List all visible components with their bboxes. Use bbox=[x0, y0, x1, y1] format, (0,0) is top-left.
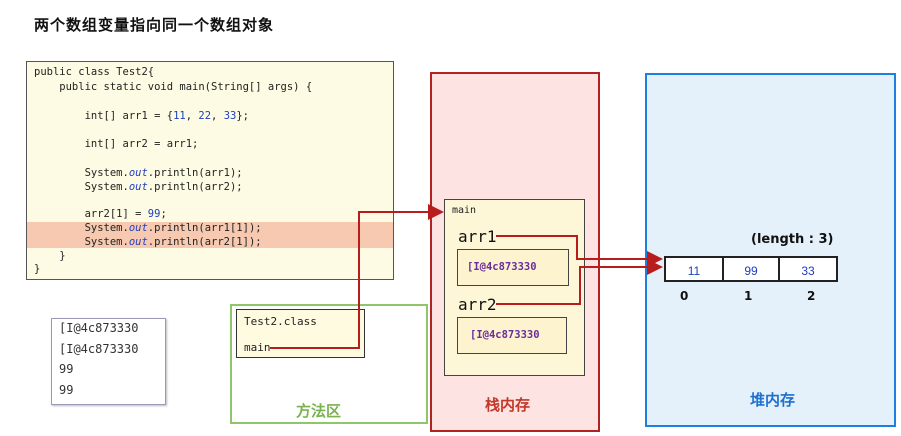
code-token: out bbox=[128, 236, 148, 248]
var-arr1-value: [I@4c873330 bbox=[467, 261, 537, 273]
code-token: 22 bbox=[198, 110, 212, 122]
code-line: int[] arr2 = arr1; bbox=[34, 138, 199, 151]
main-method-arrow bbox=[270, 204, 444, 349]
code-line: arr2[1] = 99; bbox=[34, 208, 167, 221]
array-cell: 33 bbox=[778, 256, 838, 282]
heap-label: 堆内存 bbox=[750, 391, 796, 409]
main-stack-frame: main arr1 [I@4c873330 arr2 [I@4c873330 bbox=[444, 199, 585, 376]
code-token: } bbox=[34, 250, 66, 262]
class-method: main bbox=[244, 341, 271, 354]
stack-label: 栈内存 bbox=[485, 396, 531, 414]
var-arr2-value-box: [I@4c873330 bbox=[457, 317, 567, 354]
output-line: 99 bbox=[59, 362, 74, 376]
var-arr1-value-box: [I@4c873330 bbox=[457, 249, 569, 286]
array-index: 1 bbox=[744, 289, 753, 303]
code-token: int[] arr2 = arr1; bbox=[34, 138, 199, 150]
code-token: ; bbox=[160, 208, 167, 220]
code-token: 11 bbox=[173, 110, 186, 122]
code-line: public class Test2{ bbox=[34, 66, 154, 79]
class-box: Test2.class main bbox=[236, 309, 365, 358]
page-title: 两个数组变量指向同一个数组对象 bbox=[34, 16, 275, 34]
console-output: [I@4c873330 [I@4c873330 99 99 bbox=[51, 318, 166, 405]
code-token: .println(arr1); bbox=[147, 167, 243, 179]
code-token: .println(arr1[1]); bbox=[147, 222, 262, 234]
highlighted-lines bbox=[27, 222, 393, 248]
code-token: , bbox=[211, 110, 224, 122]
code-token: out bbox=[128, 167, 148, 179]
code-token: , bbox=[185, 110, 199, 122]
code-line: } bbox=[34, 250, 66, 263]
code-token: arr2[1] = bbox=[34, 208, 148, 220]
code-token: public static void main(String[] args) { bbox=[34, 81, 313, 93]
code-token: out bbox=[128, 222, 148, 234]
var-arr2-name: arr2 bbox=[458, 295, 497, 314]
code-token: } bbox=[34, 263, 41, 275]
output-line: [I@4c873330 bbox=[59, 321, 139, 335]
code-token: out bbox=[128, 181, 148, 193]
arr1-reference-arrow bbox=[496, 235, 663, 267]
code-token: }; bbox=[236, 110, 250, 122]
code-token: System. bbox=[34, 167, 129, 179]
code-token: 99 bbox=[147, 208, 161, 220]
code-line: System.out.println(arr1); bbox=[34, 167, 243, 180]
array-index: 2 bbox=[807, 289, 816, 303]
array-cell: 11 bbox=[664, 256, 724, 282]
output-line: 99 bbox=[59, 383, 74, 397]
heap-area bbox=[645, 73, 896, 427]
code-token: System. bbox=[34, 181, 129, 193]
var-arr1-name: arr1 bbox=[458, 227, 497, 246]
code-token: .println(arr2); bbox=[147, 181, 243, 193]
code-line: int[] arr1 = {11, 22, 33}; bbox=[34, 110, 249, 123]
var-arr2-value: [I@4c873330 bbox=[470, 329, 540, 341]
code-token: int[] arr1 = { bbox=[34, 110, 174, 122]
method-area-label: 方法区 bbox=[296, 402, 342, 420]
code-line: System.out.println(arr2); bbox=[34, 181, 243, 194]
code-line: System.out.println(arr1[1]); bbox=[34, 222, 262, 235]
arr2-reference-arrow bbox=[496, 259, 663, 305]
code-token: System. bbox=[34, 236, 129, 248]
code-panel: public class Test2{ public static void m… bbox=[26, 61, 394, 280]
code-token: 33 bbox=[223, 110, 237, 122]
code-token: .println(arr2[1]); bbox=[147, 236, 262, 248]
code-token: public class Test2{ bbox=[34, 66, 155, 78]
code-line: System.out.println(arr2[1]); bbox=[34, 236, 262, 249]
array-length-label: (length : 3) bbox=[751, 232, 834, 247]
array-cell: 99 bbox=[722, 256, 780, 282]
code-line: public static void main(String[] args) { bbox=[34, 81, 312, 94]
code-token: System. bbox=[34, 222, 129, 234]
class-name: Test2.class bbox=[244, 315, 317, 328]
output-line: [I@4c873330 bbox=[59, 342, 139, 356]
code-line: } bbox=[34, 263, 40, 276]
frame-name: main bbox=[452, 205, 477, 216]
array-index: 0 bbox=[680, 289, 689, 303]
